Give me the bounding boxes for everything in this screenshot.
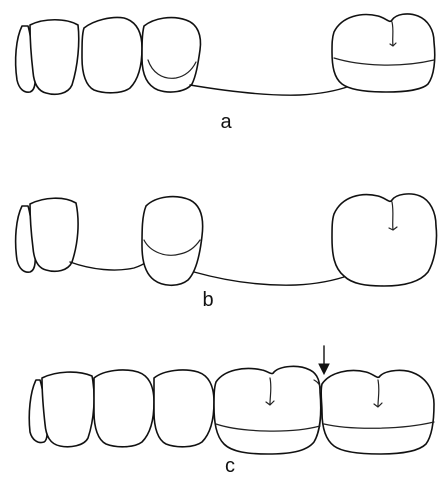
- gum-line-a: [190, 85, 350, 95]
- panel-label-c: c: [225, 455, 235, 477]
- panel-a: a: [16, 14, 435, 133]
- gum-line-b-right: [194, 272, 350, 285]
- gum-line-b-left: [70, 262, 146, 270]
- panel-label-a: a: [220, 111, 232, 133]
- tooth-a-molar: [332, 14, 435, 92]
- down-arrow-icon: [319, 346, 329, 374]
- panel-label-b: b: [202, 289, 213, 311]
- panel-c: c: [29, 346, 434, 477]
- tooth-a-premolar: [142, 18, 200, 92]
- tooth-b-molar: [332, 194, 437, 286]
- tooth-c-molar-1: [214, 366, 321, 454]
- tooth-a-canine: [82, 17, 142, 92]
- tooth-c-premolar: [154, 370, 214, 447]
- panel-b: b: [16, 194, 437, 311]
- tooth-a-incisor: [30, 20, 79, 95]
- tooth-b-incisor: [30, 198, 78, 271]
- tooth-c-molar-2: [321, 370, 434, 454]
- tooth-c-incisor: [42, 372, 94, 447]
- tooth-c-canine: [94, 370, 154, 447]
